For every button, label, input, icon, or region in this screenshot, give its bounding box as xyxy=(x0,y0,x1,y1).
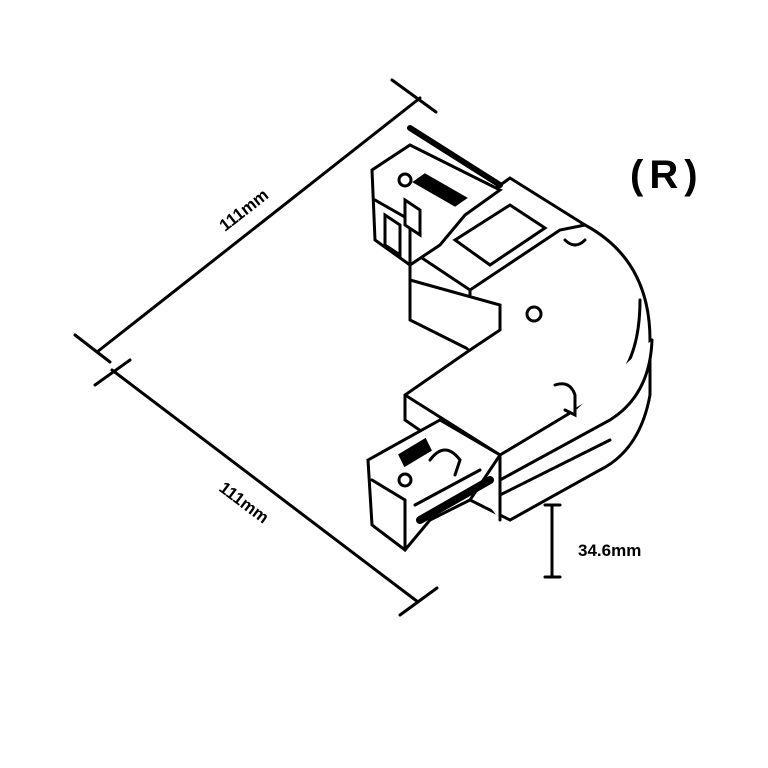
dimension-line-bottom xyxy=(110,368,420,604)
connector-body xyxy=(403,176,654,522)
extension-tick xyxy=(73,333,112,364)
label-window xyxy=(452,203,548,267)
upper-plug xyxy=(370,125,503,267)
variant-label: (R) xyxy=(630,153,704,197)
extension-tick xyxy=(93,358,132,387)
extension-tick xyxy=(390,78,438,114)
dimension-label-top: 111mm xyxy=(216,185,272,235)
dimension-line-top xyxy=(95,96,422,354)
dimension-label-height: 34.6mm xyxy=(578,541,641,560)
extension-tick xyxy=(398,586,439,617)
lower-plug xyxy=(366,418,503,553)
screw-icon xyxy=(525,305,543,323)
